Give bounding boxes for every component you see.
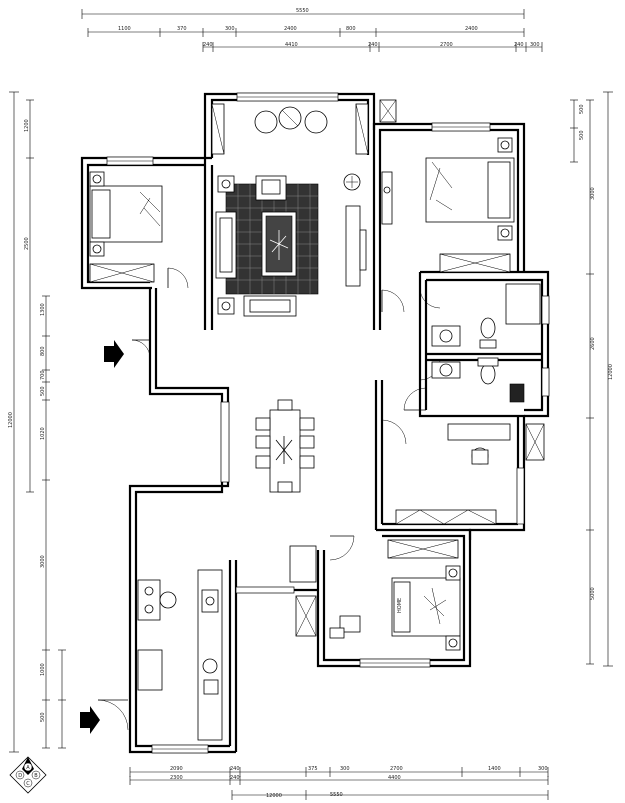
left-dim-d: 800 bbox=[40, 346, 46, 356]
right-dim-e: 500 bbox=[579, 130, 585, 140]
tv-icon bbox=[359, 229, 367, 271]
dresser bbox=[381, 171, 393, 225]
washer-icon bbox=[202, 658, 218, 674]
top-dim-7: 240 bbox=[203, 42, 213, 48]
compass-b: B bbox=[34, 773, 38, 779]
chair-icon bbox=[329, 627, 345, 639]
counter bbox=[137, 649, 163, 691]
lamp-icon bbox=[92, 174, 102, 184]
entry-arrows bbox=[80, 340, 124, 734]
windows bbox=[106, 92, 550, 754]
top-overall-dim: 5550 bbox=[296, 8, 309, 14]
fridge bbox=[289, 545, 317, 583]
left-overall-dim: 12000 bbox=[8, 412, 14, 428]
left-dim-h: 3000 bbox=[40, 555, 46, 568]
toilet-icon bbox=[480, 363, 496, 385]
shower-icon bbox=[509, 383, 525, 403]
left-dim-f: 500 bbox=[40, 386, 46, 396]
lamp-icon bbox=[448, 568, 458, 578]
right-dim-d: 500 bbox=[579, 104, 585, 114]
lower-bedroom-furniture: HOME bbox=[289, 539, 461, 651]
bottom-dimension-chain: 2090 240 375 300 2700 1400 300 2300 240 … bbox=[129, 766, 549, 800]
bedroom-label: HOME bbox=[397, 598, 403, 613]
top-dim-1: 1100 bbox=[118, 26, 131, 32]
toilet-icon bbox=[480, 317, 496, 339]
bottom-dim-6: 1400 bbox=[488, 766, 501, 772]
right-dim-c: 5000 bbox=[590, 587, 596, 600]
top-dim-10: 2700 bbox=[440, 42, 453, 48]
bottom-dim-5: 2700 bbox=[390, 766, 403, 772]
compass-a: A bbox=[26, 765, 30, 771]
left-dim-e: 700 bbox=[40, 370, 46, 380]
left-dim-g: 1020 bbox=[40, 427, 46, 440]
armchair-icon bbox=[304, 110, 328, 134]
lamp-icon bbox=[448, 638, 458, 648]
lamp-icon bbox=[221, 179, 231, 189]
entry-arrow-icon bbox=[104, 340, 124, 368]
top-dim-6: 2400 bbox=[465, 26, 478, 32]
tv-cabinet bbox=[345, 205, 361, 287]
kitchen-fixtures bbox=[137, 569, 223, 741]
bottom-overall-dim: 12000 bbox=[266, 793, 282, 799]
top-dimension-chain: 5550 1100 370 300 2400 800 2400 240 4410… bbox=[81, 8, 543, 52]
left-dim-b: 2500 bbox=[24, 237, 30, 250]
desk bbox=[339, 615, 361, 633]
top-dim-9: 240 bbox=[368, 42, 378, 48]
right-dimension-chain: 12000 3000 2600 5000 500 500 bbox=[570, 91, 614, 667]
master-bedroom-furniture bbox=[379, 99, 515, 273]
left-dim-i: 1000 bbox=[40, 663, 46, 676]
lamp-icon bbox=[221, 301, 231, 311]
bottom-dim-4: 300 bbox=[340, 766, 350, 772]
doors bbox=[97, 267, 441, 731]
lamp-icon bbox=[500, 228, 510, 238]
compass-d: D bbox=[18, 773, 22, 779]
left-bedroom-furniture bbox=[89, 171, 163, 283]
top-dim-3: 300 bbox=[225, 26, 235, 32]
bottom-dim-9: 240 bbox=[230, 775, 240, 781]
lamp-icon bbox=[92, 244, 102, 254]
top-dim-5: 800 bbox=[346, 26, 356, 32]
bathroom-fixtures bbox=[431, 283, 541, 403]
bottom-dim-1: 2090 bbox=[170, 766, 183, 772]
study-furniture bbox=[395, 423, 545, 525]
bottom-dim-7: 300 bbox=[538, 766, 548, 772]
top-dim-8: 4410 bbox=[285, 42, 298, 48]
compass-c: C bbox=[26, 781, 30, 787]
left-dimension-chain: 12000 1200 2500 1300 800 700 500 1020 30… bbox=[8, 91, 66, 753]
lamp-icon bbox=[500, 140, 510, 150]
left-dim-j: 500 bbox=[40, 712, 46, 722]
right-overall-dim: 12000 bbox=[608, 364, 614, 380]
left-dim-c: 1300 bbox=[40, 303, 46, 316]
top-dim-2: 370 bbox=[177, 26, 187, 32]
entry-arrow-icon bbox=[80, 706, 100, 734]
right-dim-a: 3000 bbox=[590, 187, 596, 200]
compass-rose: A B C D bbox=[9, 756, 47, 794]
stove-icon bbox=[137, 579, 161, 621]
bottom-dim-10: 4400 bbox=[388, 775, 401, 781]
top-dim-4: 2400 bbox=[284, 26, 297, 32]
bottom-dim-2: 240 bbox=[230, 766, 240, 772]
desk bbox=[447, 423, 511, 441]
bottom-dim-3: 375 bbox=[308, 766, 318, 772]
left-dim-a: 1200 bbox=[24, 119, 30, 132]
dining-chairs bbox=[255, 399, 315, 493]
dining-table bbox=[269, 409, 301, 493]
wardrobe bbox=[395, 509, 497, 525]
bottom-dim-8: 2300 bbox=[170, 775, 183, 781]
armchair-icon bbox=[254, 110, 278, 134]
chair-icon bbox=[159, 591, 177, 609]
top-dim-11: 240 bbox=[514, 42, 524, 48]
living-room-furniture bbox=[211, 103, 369, 493]
top-dim-12: 300 bbox=[530, 42, 540, 48]
right-dim-b: 2600 bbox=[590, 337, 596, 350]
